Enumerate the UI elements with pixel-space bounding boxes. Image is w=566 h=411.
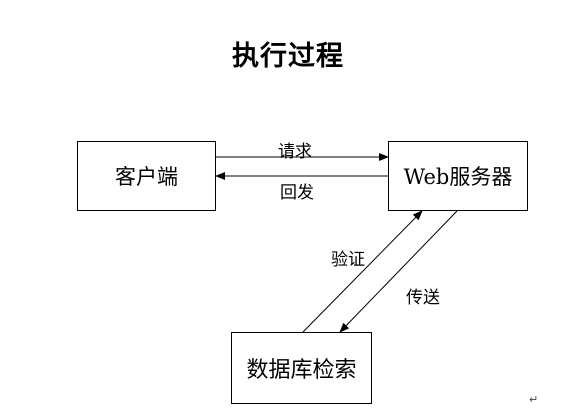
database-search-label: 数据库检索 <box>246 358 357 383</box>
transmit-label: 传送 <box>406 288 440 308</box>
verify-arrow <box>302 210 423 333</box>
reply-label: 回发 <box>280 183 314 203</box>
client-node: 客户端 <box>77 141 216 211</box>
diagram-title: 执行过程 <box>232 41 344 72</box>
web-server-node: Web服务器 <box>388 141 528 211</box>
request-label: 请求 <box>278 142 312 162</box>
paragraph-mark-icon: ↵ <box>529 393 539 406</box>
web-server-label: Web服务器 <box>403 165 513 189</box>
verify-label: 验证 <box>331 250 365 270</box>
database-search-node: 数据库检索 <box>231 332 372 404</box>
transmit-arrow <box>339 210 458 333</box>
client-label: 客户端 <box>115 165 178 189</box>
